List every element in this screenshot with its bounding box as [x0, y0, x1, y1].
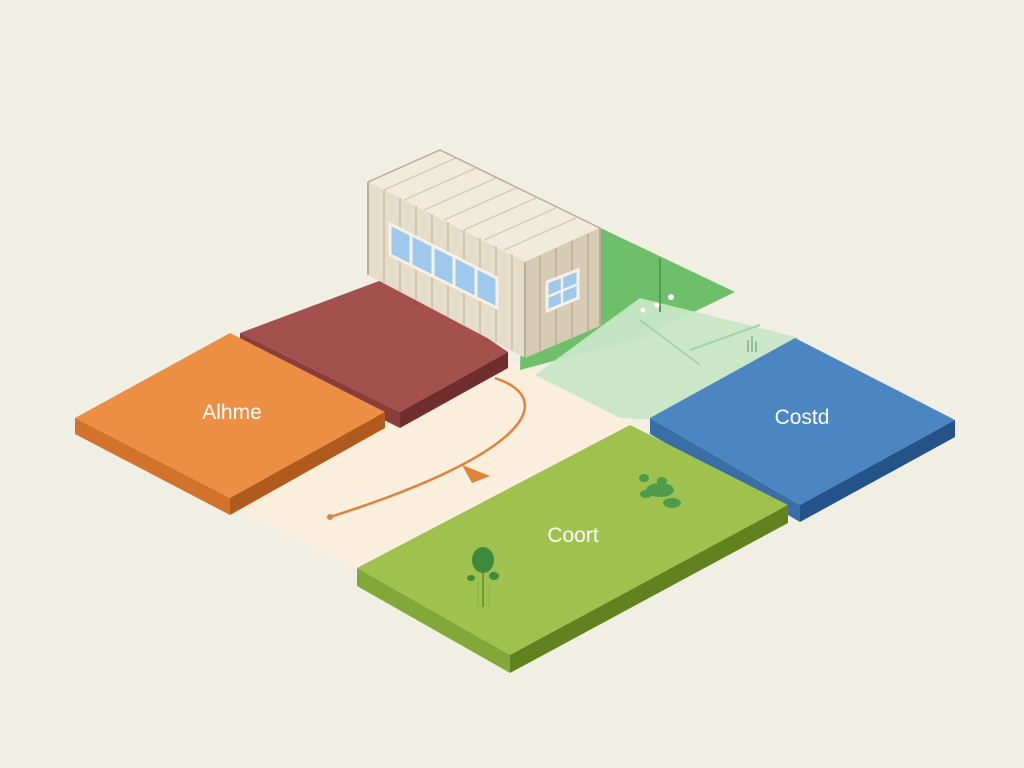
path-area [230, 348, 640, 570]
direction-arrow-icon [462, 465, 490, 483]
zone-label-green: Coort [547, 524, 599, 547]
zone-label-orange: Alhme [202, 401, 262, 424]
green-zone [357, 425, 788, 673]
pale-green-area [535, 298, 800, 420]
orange-zone [75, 333, 385, 515]
lawn-dots [640, 294, 674, 313]
path-start-dot [327, 514, 333, 520]
zone-label-blue: Costd [775, 406, 830, 429]
bush-icon [639, 474, 681, 508]
grass-tuft-icon [747, 336, 757, 352]
tree-icon [467, 547, 499, 607]
lawn-line [689, 324, 761, 351]
shipping-container [367, 149, 601, 358]
path-route [329, 376, 527, 519]
lawn-line [639, 319, 701, 366]
container-long-window [388, 221, 499, 311]
